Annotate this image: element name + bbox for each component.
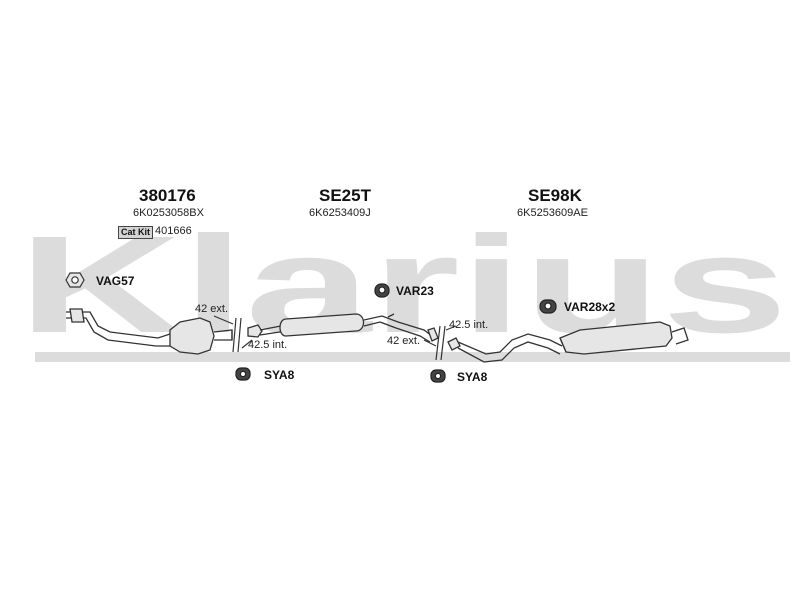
oem-number-center: 6K6253409J — [309, 207, 371, 219]
gasket-icon — [65, 272, 85, 288]
center-pipe-silencer — [247, 313, 439, 343]
clamp-code-2: SYA8 — [457, 370, 488, 384]
clamp-icon — [430, 369, 446, 383]
joint-1-int-label: 42.5 int. — [248, 339, 288, 351]
part-number-rear: SE98K — [528, 186, 582, 205]
oem-number-front: 6K0253058BX — [133, 207, 204, 219]
rear-pipe-silencer — [447, 321, 689, 363]
clamp-code-1: SYA8 — [264, 368, 295, 382]
front-pipe-catalyst — [66, 308, 233, 355]
hanger-code-1: VAR23 — [396, 284, 434, 298]
oem-number-rear: 6K5253609AE — [517, 207, 588, 219]
gasket-code: VAG57 — [96, 274, 135, 288]
joint-1-ext-label: 42 ext. — [195, 303, 229, 315]
part-number-center: SE25T — [319, 186, 371, 205]
cat-kit-badge: Cat Kit — [118, 226, 153, 239]
joint-2-int-label: 42.5 int. — [449, 319, 489, 331]
rubber-hanger-icon — [374, 283, 390, 298]
cat-kit-number: 401666 — [155, 225, 192, 237]
joint-2-marks — [423, 325, 457, 361]
joint-2-ext-label: 42 ext. — [387, 335, 421, 347]
part-number-front: 380176 — [139, 186, 196, 205]
watermark-underline — [35, 352, 790, 362]
rubber-hanger-icon — [539, 299, 557, 314]
hanger-code-2: VAR28x2 — [564, 300, 616, 314]
joint-1-marks — [213, 315, 253, 353]
clamp-icon — [235, 367, 251, 381]
